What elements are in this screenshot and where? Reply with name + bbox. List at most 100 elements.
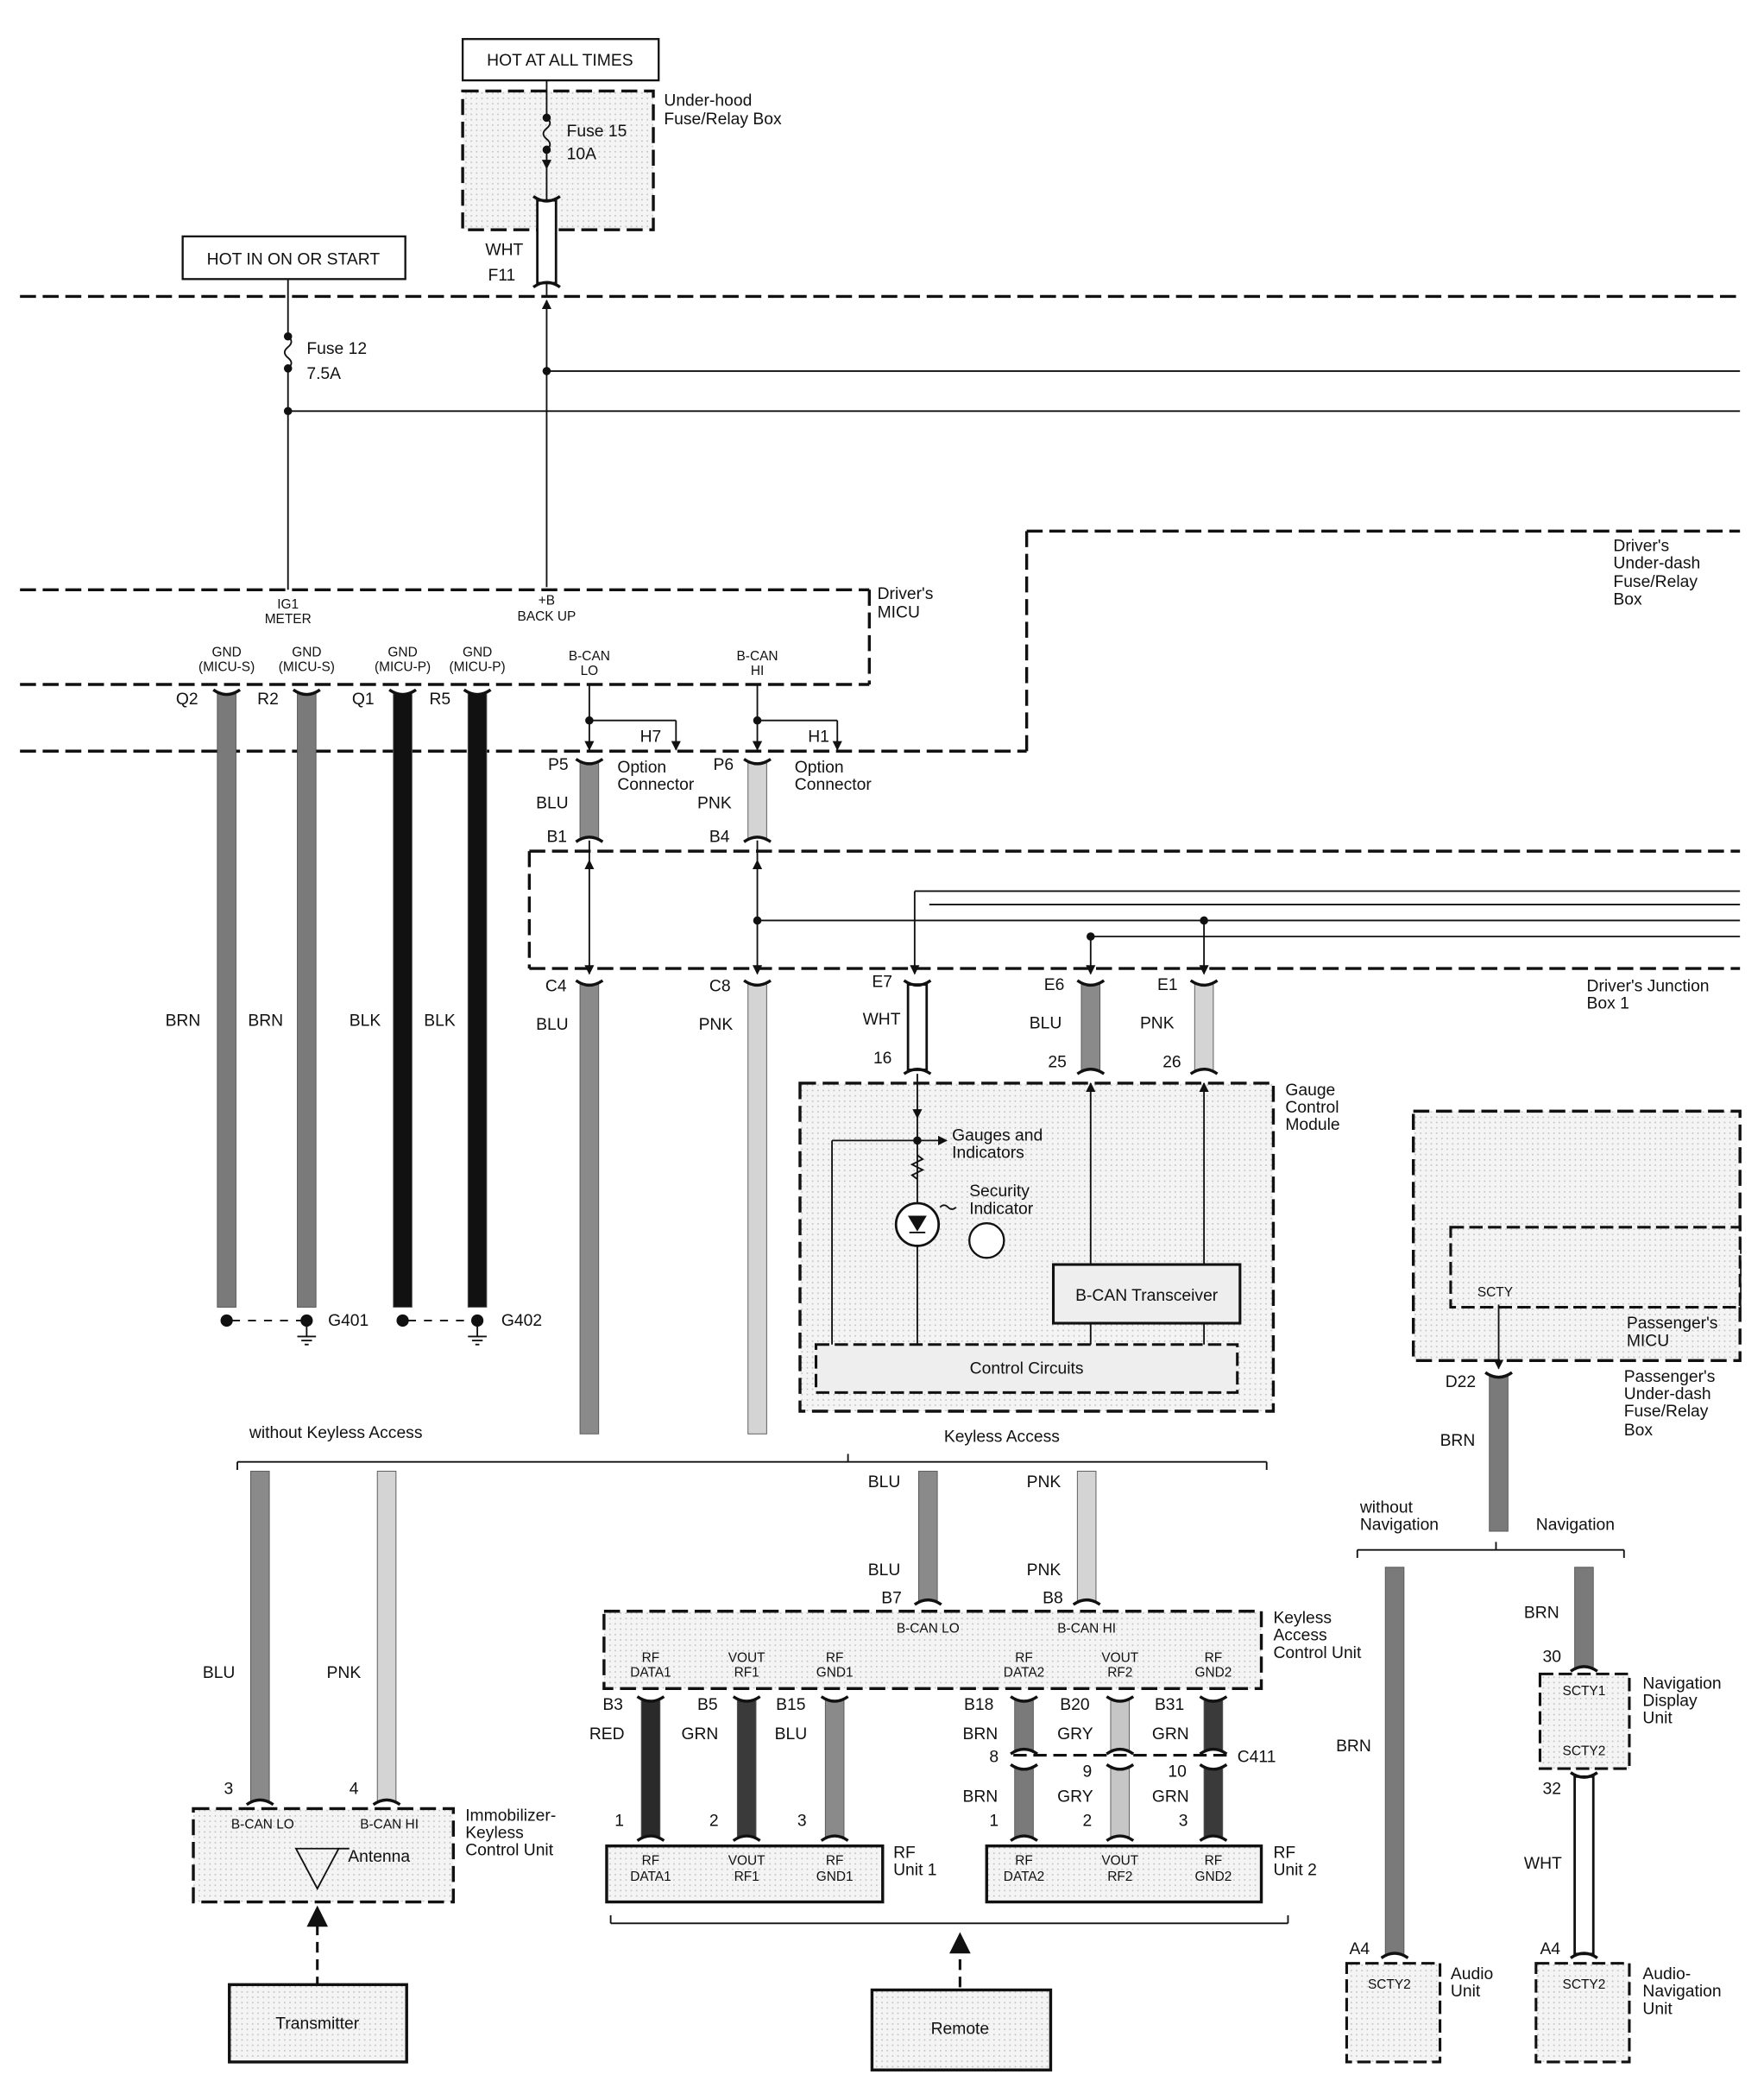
keyless-rf2-wire-1 (1014, 1699, 1034, 1750)
connector-label: F11 (488, 267, 515, 285)
pin-label: IG1 (277, 597, 299, 612)
drivers-micu-label: MICU (878, 604, 920, 622)
pin-number: 2 (1083, 1812, 1093, 1830)
audio-nav-label: Navigation (1642, 1983, 1721, 2001)
pin-label: BACK UP (518, 609, 576, 624)
wire-color-label: BRN (248, 1012, 283, 1031)
connector-cap-icon (820, 1834, 849, 1842)
connector-cap-icon (903, 1068, 932, 1075)
d22-wire (1489, 1376, 1509, 1532)
rf-unit-2-wire-3 (1203, 1768, 1224, 1838)
navigation-display-unit-box (1538, 1672, 1631, 1770)
pin-label: RF (1015, 1650, 1033, 1665)
pin-label: VOUT (1101, 1650, 1138, 1665)
connector-cap-icon (245, 1798, 274, 1807)
pin-label: VOUT (728, 1650, 765, 1665)
connector-cap-icon (575, 758, 604, 766)
connector-cap-icon (292, 688, 321, 697)
connector-cap-icon (1199, 1763, 1228, 1771)
ground-dot (470, 1314, 484, 1327)
fuse-12-rating: 7.5A (306, 365, 341, 383)
rf-unit-1-wire-3 (824, 1699, 845, 1838)
keyless-access-control-unit-box (602, 1610, 1263, 1691)
ground-dot (396, 1314, 409, 1327)
connector-cap-icon (1010, 1747, 1038, 1756)
nav-scty-wire (1574, 1567, 1594, 1668)
immobilizer-bcan-lo-wire (249, 1471, 270, 1801)
nav-display-label: Display (1642, 1692, 1698, 1710)
ground-label: G402 (501, 1312, 542, 1330)
wire-color-label: BLK (350, 1012, 381, 1031)
pin-label: GND (211, 646, 241, 660)
bcan-transceiver-label: B-CAN Transceiver (1075, 1287, 1219, 1305)
ground-wire-q1 (393, 693, 413, 1308)
keyless-rf2-wire-2 (1110, 1699, 1131, 1750)
connector-cap-icon (820, 1695, 849, 1703)
pin-number: 16 (873, 1050, 891, 1068)
connector-cap-icon (1484, 1371, 1513, 1379)
hot-at-all-times-box (461, 38, 660, 82)
antenna-label: Antenna (348, 1848, 410, 1866)
audio-navigation-unit-box (1534, 1962, 1631, 2064)
immobilizer-label: Keyless (465, 1824, 524, 1842)
terminal-label: Q2 (176, 691, 198, 709)
pin-label: HI (751, 664, 764, 678)
keyless-bcan-lo-wire (918, 1471, 938, 1601)
rf-unit-pin-label: RF (1205, 1853, 1223, 1868)
keyless-rf2-wire-3 (1203, 1699, 1224, 1750)
wire-color-label: BRN (962, 1788, 998, 1807)
terminal-label: B15 (776, 1696, 805, 1714)
terminal-label: E6 (1044, 976, 1065, 994)
pin-label: B-CAN HI (1057, 1621, 1116, 1636)
gauge-module-label: Control (1285, 1099, 1339, 1117)
option-lo-wire (579, 762, 600, 839)
pin-label: B-CAN LO (231, 1818, 294, 1832)
security-indicator-label: Indicator (969, 1200, 1034, 1218)
rf-unit-2-wire-1 (1014, 1768, 1034, 1838)
drivers-underdash-label: Box (1613, 590, 1642, 609)
pin-label: SCTY2 (1368, 1977, 1411, 1992)
pin-number: 3 (1179, 1812, 1188, 1830)
underhood-box-label: Under-hood (664, 91, 752, 110)
wire-color-label: BLU (775, 1725, 808, 1744)
connector-cap-icon (463, 688, 492, 697)
keyless-access-label: Keyless Access (944, 1428, 1060, 1447)
pin-number: 1 (614, 1812, 624, 1830)
junction-dot (1086, 932, 1095, 941)
e1-wire (1194, 984, 1214, 1070)
bcan-hi-wire-c8 (747, 984, 767, 1435)
pin-label: +B (539, 593, 555, 608)
wire-color-label: WHT (863, 1011, 901, 1029)
drivers-underdash-label: Under-dash (1613, 555, 1700, 573)
wire-color-label: PNK (1027, 1473, 1062, 1491)
immobilizer-control-unit-box (192, 1807, 455, 1904)
pin-number: 3 (797, 1812, 807, 1830)
connector-cap-icon (1199, 1695, 1228, 1703)
wire-color-label: GRN (1152, 1788, 1189, 1807)
rf-unit-1-box (605, 1844, 885, 1904)
pin-label: RF (1205, 1650, 1223, 1665)
pin-number: 26 (1162, 1053, 1181, 1071)
rf-unit-pin-label: VOUT (728, 1853, 765, 1868)
wire-color-label: GRN (1152, 1725, 1189, 1744)
passenger-micu-label: Passenger's (1627, 1315, 1718, 1333)
rf-unit-1-wire-2 (736, 1699, 757, 1838)
connector-cap-icon (575, 836, 604, 843)
rf-unit-pin-label: RF (826, 1853, 844, 1868)
audio-nav-label: Audio- (1642, 1965, 1691, 1983)
fuse-15-label: Fuse 15 (567, 123, 627, 141)
pin-label: RF2 (1107, 1665, 1132, 1680)
connector-cap-icon (1570, 1952, 1598, 1959)
pin-label: B-CAN HI (360, 1818, 419, 1832)
wire-color-label: BRN (1336, 1737, 1371, 1756)
pin-label: GND2 (1194, 1665, 1232, 1680)
immobilizer-label: Control Unit (465, 1841, 554, 1859)
connector-cap-icon (1570, 1771, 1598, 1779)
control-circuits-label: Control Circuits (970, 1360, 1084, 1378)
rf-unit-1-label: RF (893, 1845, 916, 1863)
pin-label: (MICU-S) (198, 660, 255, 675)
pin-label: METER (265, 612, 312, 627)
pin-label: GND (292, 646, 321, 660)
option-hi-wire (747, 762, 767, 839)
